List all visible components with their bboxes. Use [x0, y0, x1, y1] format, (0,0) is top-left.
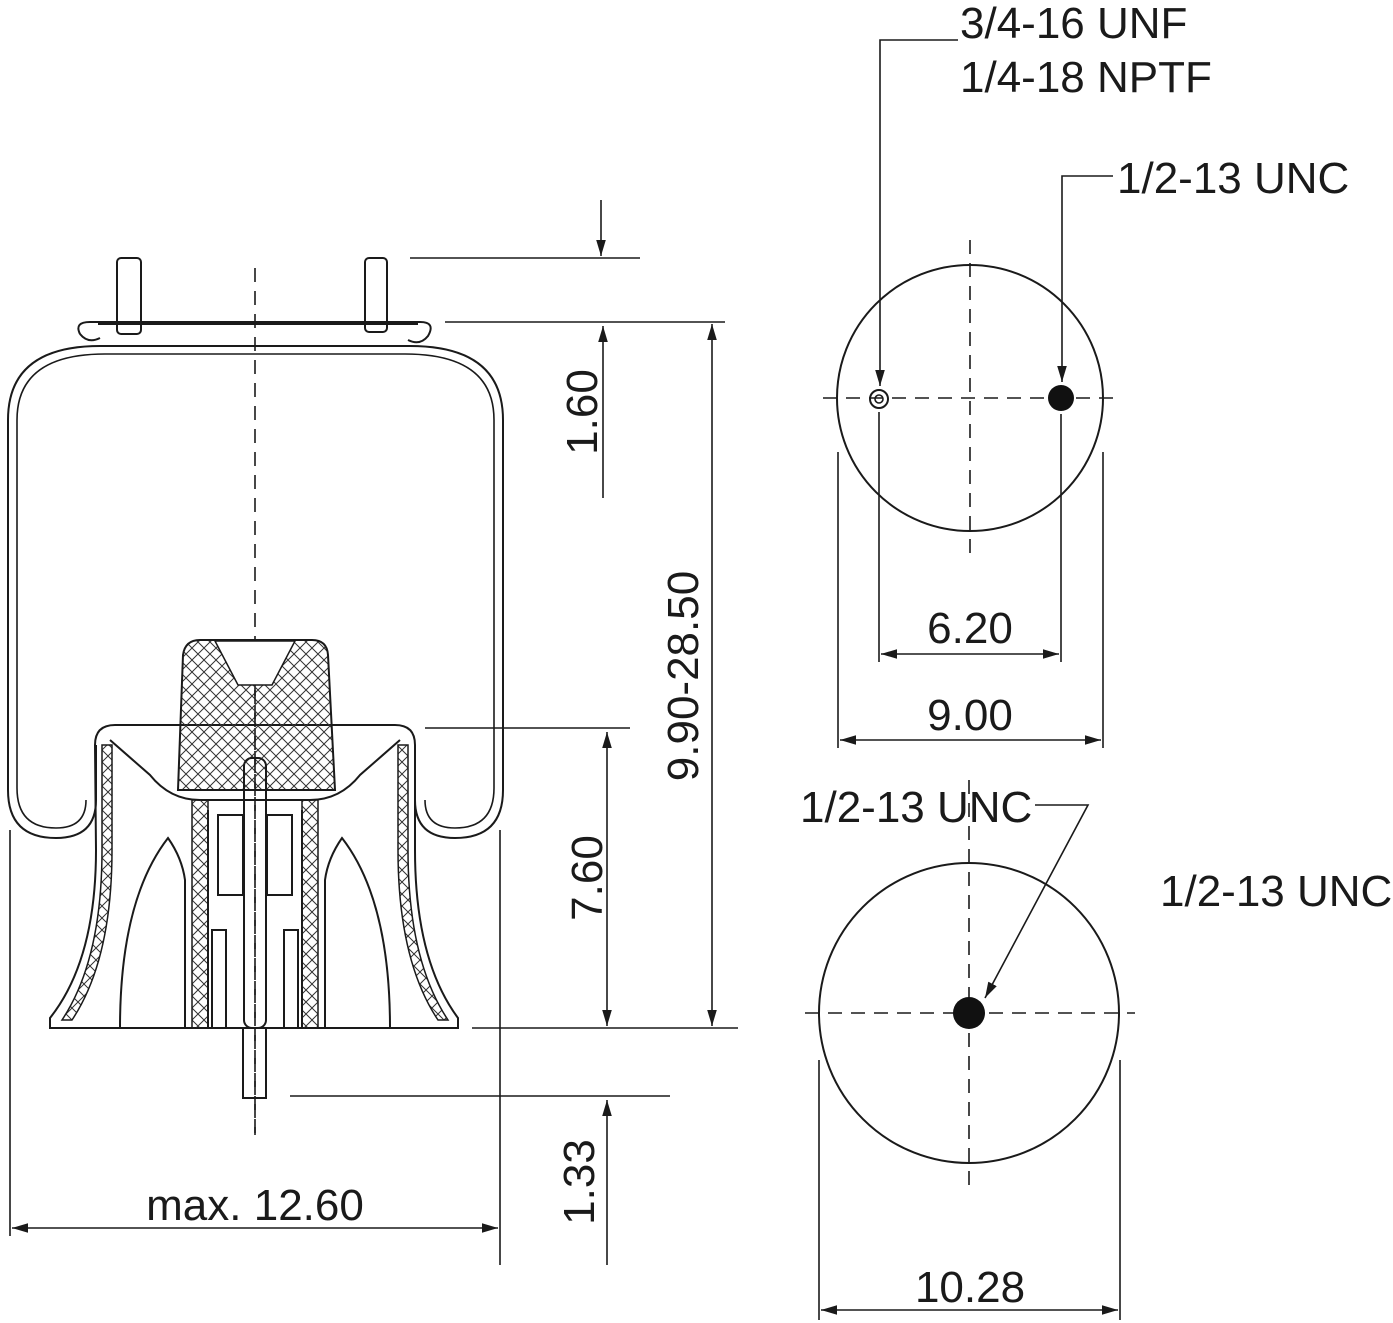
bumper: [176, 639, 337, 791]
dim-6-20: 6.20: [927, 604, 1013, 653]
label-side-note: 1/2-13 UNC: [1160, 867, 1392, 916]
dim-height-range: 9.90-28.50: [659, 571, 708, 781]
side-dimensions: 1.60 9.90-28.50 7.60 1.33 max. 12.60: [9, 200, 738, 1265]
dim-7-60: 7.60: [563, 835, 612, 921]
dim-9-00: 9.00: [927, 691, 1013, 740]
bottom-stud: [242, 1027, 267, 1099]
side-view: [7, 257, 504, 1135]
dim-10-28: 10.28: [915, 1263, 1025, 1312]
piston: [49, 724, 459, 1029]
bellows-left: [7, 345, 101, 840]
top-view: 3/4-16 UNF 1/4-18 NPTF 1/2-13 UNC 6.20 9…: [823, 0, 1349, 748]
bellows-inner: [16, 353, 495, 829]
piston-top-contour: [109, 739, 401, 801]
mounting-stud-left: [116, 257, 142, 335]
bottom-stud-hole: [953, 997, 985, 1029]
label-top-stud-thread: 1/2-13 UNC: [1117, 154, 1349, 203]
bellows-right: [100, 345, 504, 840]
air-port-hole: [869, 389, 889, 409]
piston-cavity: [119, 836, 391, 1029]
bumper-recess: [213, 640, 297, 686]
bead-plate: [77, 321, 432, 344]
stud-hole: [1048, 385, 1074, 411]
dim-1-33: 1.33: [555, 1139, 604, 1225]
label-port-thread-1: 3/4-16 UNF: [960, 0, 1187, 48]
dim-1-60: 1.60: [558, 369, 607, 455]
label-port-thread-2: 1/4-18 NPTF: [960, 53, 1212, 102]
piston-wall-hatching: [60, 744, 450, 1021]
mounting-stud-right: [364, 257, 388, 333]
label-bottom-stud-thread: 1/2-13 UNC: [800, 783, 1032, 832]
dim-max-diameter: max. 12.60: [146, 1181, 364, 1230]
bottom-view: 1/2-13 UNC 1/2-13 UNC 10.28: [800, 780, 1392, 1320]
